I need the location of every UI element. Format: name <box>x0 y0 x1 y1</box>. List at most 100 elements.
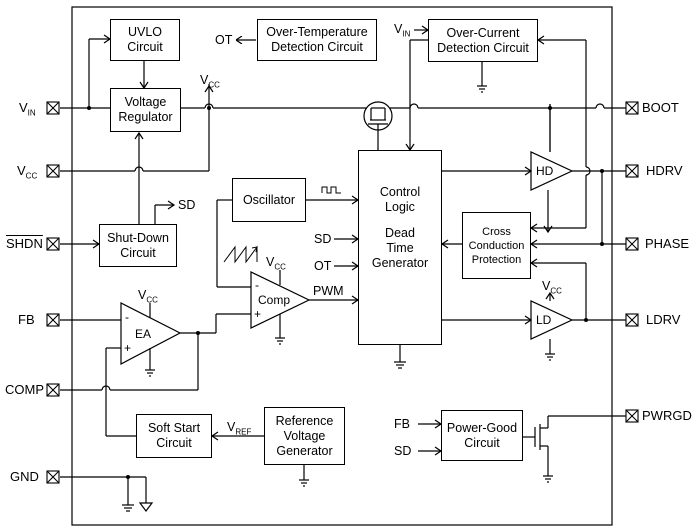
pin-vcc-v: V <box>17 163 26 178</box>
soft-start-circuit: Soft Start Circuit <box>136 414 212 458</box>
ea-plus: + <box>124 341 132 355</box>
comp-label: Comp <box>258 293 291 307</box>
pin-box-hdrv <box>625 164 639 178</box>
pwm-label: PWM <box>313 284 344 298</box>
vref-sub: REF <box>235 427 252 437</box>
pin-box-shdn <box>46 237 60 251</box>
pin-vcc-sub: CC <box>25 171 38 181</box>
vcc-v: V <box>200 73 209 87</box>
pin-box-gnd <box>46 470 60 484</box>
sd-line1: Shut-Down <box>107 230 169 245</box>
comp-plus: + <box>254 307 262 321</box>
ea-label: EA <box>135 327 152 341</box>
ot-arrow <box>236 36 256 44</box>
sd-label-pgood: SD <box>394 444 412 458</box>
ss-line2: Circuit <box>156 436 192 450</box>
vin-label-oc: VIN <box>394 22 410 42</box>
vcc-v4: V <box>542 279 551 293</box>
vcc-label-ea: VCC <box>138 288 158 308</box>
pin-boot: BOOT <box>642 100 679 115</box>
pin-gnd: GND <box>10 469 39 484</box>
hd-driver-label: HD <box>536 164 554 178</box>
pin-phase: PHASE <box>645 236 690 251</box>
control-logic: Control Logic Dead Time Generator <box>358 150 442 345</box>
uvlo-line1: UVLO <box>127 25 163 39</box>
pg-line2: Circuit <box>464 435 500 450</box>
over-temperature-detection: Over-Temperature Detection Circuit <box>257 19 377 61</box>
ctrl-line6: Generator <box>371 256 429 270</box>
vreg-line1: Voltage <box>124 95 167 109</box>
pin-vin: VIN <box>19 101 36 121</box>
pin-ldrv: LDRV <box>646 312 681 327</box>
ctrl-line1: Control <box>379 185 421 199</box>
vcc-label-ld: VCC <box>542 279 562 299</box>
pin-comp: COMP <box>5 382 44 397</box>
pin-vin-sub: IN <box>27 108 36 118</box>
vref-v: V <box>227 420 236 434</box>
pin-box-vcc <box>46 164 60 178</box>
vref-label: VREF <box>227 420 251 440</box>
ref-line3: Generator <box>276 443 333 458</box>
comp-minus: - <box>255 278 259 292</box>
cross-conduction-protection: Cross Conduction Protection <box>462 212 531 279</box>
osc-line1: Oscillator <box>242 192 296 207</box>
pin-shdn: SHDN <box>6 236 43 251</box>
ref-line2: Voltage <box>283 428 326 443</box>
pin-box-boot <box>625 101 639 115</box>
shut-down-circuit: Shut-Down Circuit <box>99 224 177 267</box>
power-good-circuit: Power-Good Circuit <box>441 410 523 461</box>
vcc-label-comp: VCC <box>266 255 286 275</box>
vcc-v2: V <box>266 255 275 269</box>
ot-line2: Detection Circuit <box>271 40 363 54</box>
uvlo-circuit: UVLO Circuit <box>110 19 180 61</box>
pin-box-pwrgd <box>625 409 639 423</box>
vin-v: V <box>394 22 403 36</box>
voltage-regulator: Voltage Regulator <box>110 88 181 132</box>
ea-minus: - <box>125 310 129 324</box>
ss-line1: Soft Start <box>147 421 201 435</box>
ot-label-control: OT <box>314 259 332 273</box>
oscillator: Oscillator <box>232 178 306 222</box>
fb-label-pgood: FB <box>394 417 410 431</box>
vcc-label-reg: VCC <box>200 73 220 93</box>
vcc-v3: V <box>138 288 147 302</box>
ctrl-line4: Dead <box>385 226 415 240</box>
uvlo-line2: Circuit <box>127 40 163 54</box>
ot-label-top: OT <box>215 33 233 47</box>
over-current-detection: Over-Current Detection Circuit <box>428 19 538 62</box>
vcc-sub3: CC <box>146 295 158 305</box>
sd-line2: Circuit <box>120 245 156 260</box>
pin-box-comp <box>46 383 60 397</box>
pin-hdrv: HDRV <box>646 163 683 178</box>
vcc-sub4: CC <box>550 286 562 296</box>
ctrl-line2: Logic <box>385 200 415 214</box>
pin-box-vin <box>46 101 60 115</box>
pin-box-ldrv <box>625 313 639 327</box>
reference-voltage-generator: Reference Voltage Generator <box>264 407 345 465</box>
oc-line1: Over-Current <box>446 25 520 40</box>
sd-label-control: SD <box>314 232 332 246</box>
pin-vin-v: V <box>19 100 28 115</box>
chip-outline <box>71 6 613 526</box>
pin-box-fb <box>46 313 60 327</box>
ld-driver-label: LD <box>536 313 552 327</box>
cross-line3: Protection <box>471 253 522 266</box>
cross-line1: Cross <box>482 225 511 238</box>
vin-sub: IN <box>402 29 411 39</box>
cross-line2: Conduction <box>468 239 525 252</box>
sd-label-shutdown: SD <box>178 198 196 212</box>
ctrl-line5: Time <box>386 241 414 255</box>
pin-fb: FB <box>18 312 35 327</box>
vcc-sub2: CC <box>274 262 286 272</box>
pg-line1: Power-Good <box>446 420 518 435</box>
oc-line2: Detection Circuit <box>437 40 529 55</box>
vreg-line2: Regulator <box>118 110 173 124</box>
ot-line1: Over-Temperature <box>266 25 368 39</box>
vcc-sub: CC <box>208 80 220 90</box>
pin-pwrgd: PWRGD <box>642 408 692 423</box>
ref-line1: Reference <box>275 413 334 428</box>
pin-vcc: VCC <box>17 164 37 184</box>
pin-box-phase <box>625 237 639 251</box>
